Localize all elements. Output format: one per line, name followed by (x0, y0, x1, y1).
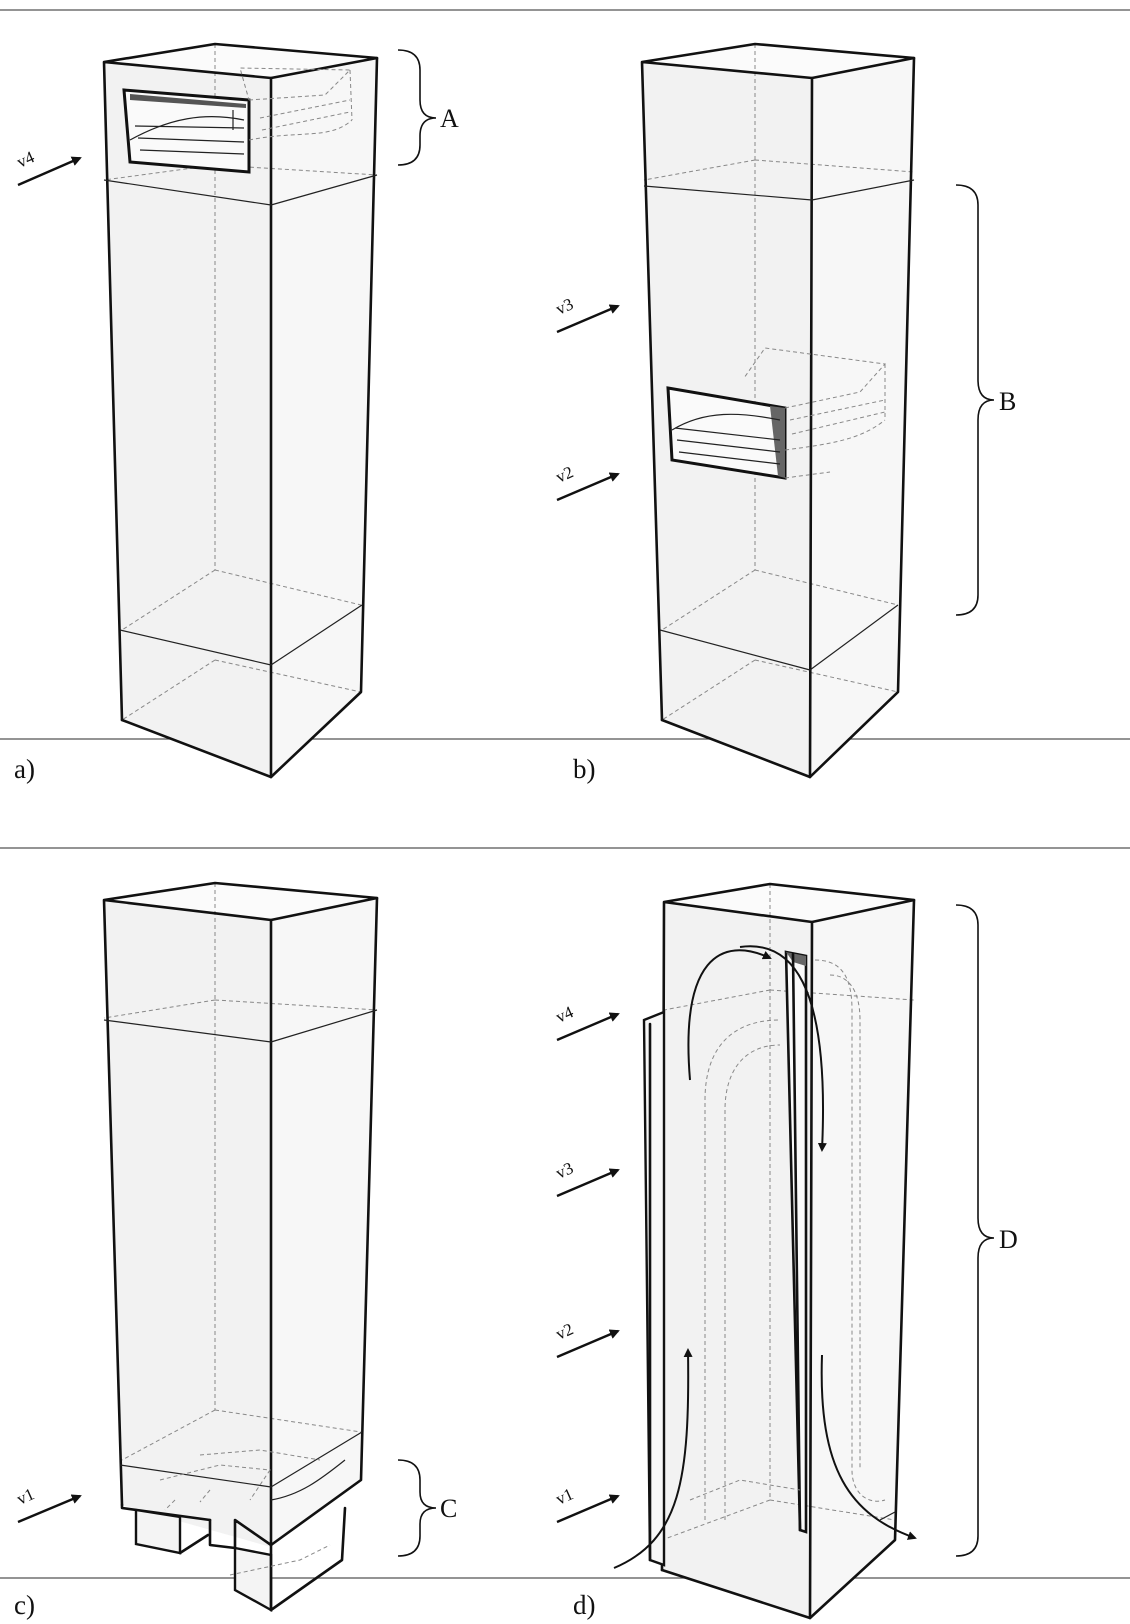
wind-label-v3-b: v3 (553, 294, 576, 318)
wind-label-v4-a: v4 (14, 147, 38, 171)
wind-label-v2-d: v2 (553, 1319, 576, 1343)
panel-c: C v1 c) (14, 881, 457, 1620)
wind-label-v1-c: v1 (14, 1484, 37, 1508)
panel-label-b: b) (573, 754, 596, 784)
brace-label-d: D (999, 1225, 1018, 1254)
brace-a (397, 49, 437, 166)
brace-c (397, 1459, 437, 1557)
opening-a (122, 67, 353, 174)
wind-label-v1-d: v1 (553, 1484, 576, 1508)
wind-arrow-v1-c (17, 1494, 82, 1524)
flow-arrow-up-bottom (613, 1348, 693, 1569)
panel-label-c: c) (14, 1590, 35, 1620)
panel-label-a: a) (14, 754, 35, 784)
internal-wall (784, 950, 808, 1534)
wind-arrow-v1-d (556, 1494, 620, 1524)
wind-arrow-v2-b (556, 472, 620, 502)
brace-label-a: A (440, 104, 459, 133)
flow-arrow-exit-bottom (820, 1354, 917, 1540)
brace-b (955, 184, 995, 616)
wind-arrow-v4-a (17, 156, 82, 187)
tower-c (102, 881, 379, 1613)
wind-arrow-v3-b (556, 304, 620, 334)
flow-arrow-up-top (687, 949, 772, 1081)
brace-d (955, 904, 995, 1557)
brace-label-b: B (999, 387, 1016, 416)
wind-arrow-v2-d (556, 1329, 620, 1359)
tower-d (613, 882, 917, 1620)
wind-arrow-v4-d (556, 1012, 620, 1042)
tower-b (640, 42, 916, 779)
panel-a: A v4 a) (14, 42, 459, 784)
opening-b (666, 347, 887, 480)
panel-label-d: d) (573, 1590, 596, 1620)
wind-label-v3-d: v3 (553, 1158, 576, 1182)
panel-b: B v3 v2 b) (553, 42, 1016, 784)
brace-label-c: C (440, 1494, 457, 1523)
wind-label-v4-d: v4 (553, 1002, 577, 1026)
opening-c (120, 1449, 347, 1613)
wind-arrow-v3-d (556, 1168, 620, 1198)
tower-a (102, 42, 379, 779)
wind-label-v2-b: v2 (553, 462, 576, 486)
flow-arrow-down-top (739, 945, 827, 1152)
panel-d: D v4 v3 v2 v1 d) (553, 882, 1018, 1620)
